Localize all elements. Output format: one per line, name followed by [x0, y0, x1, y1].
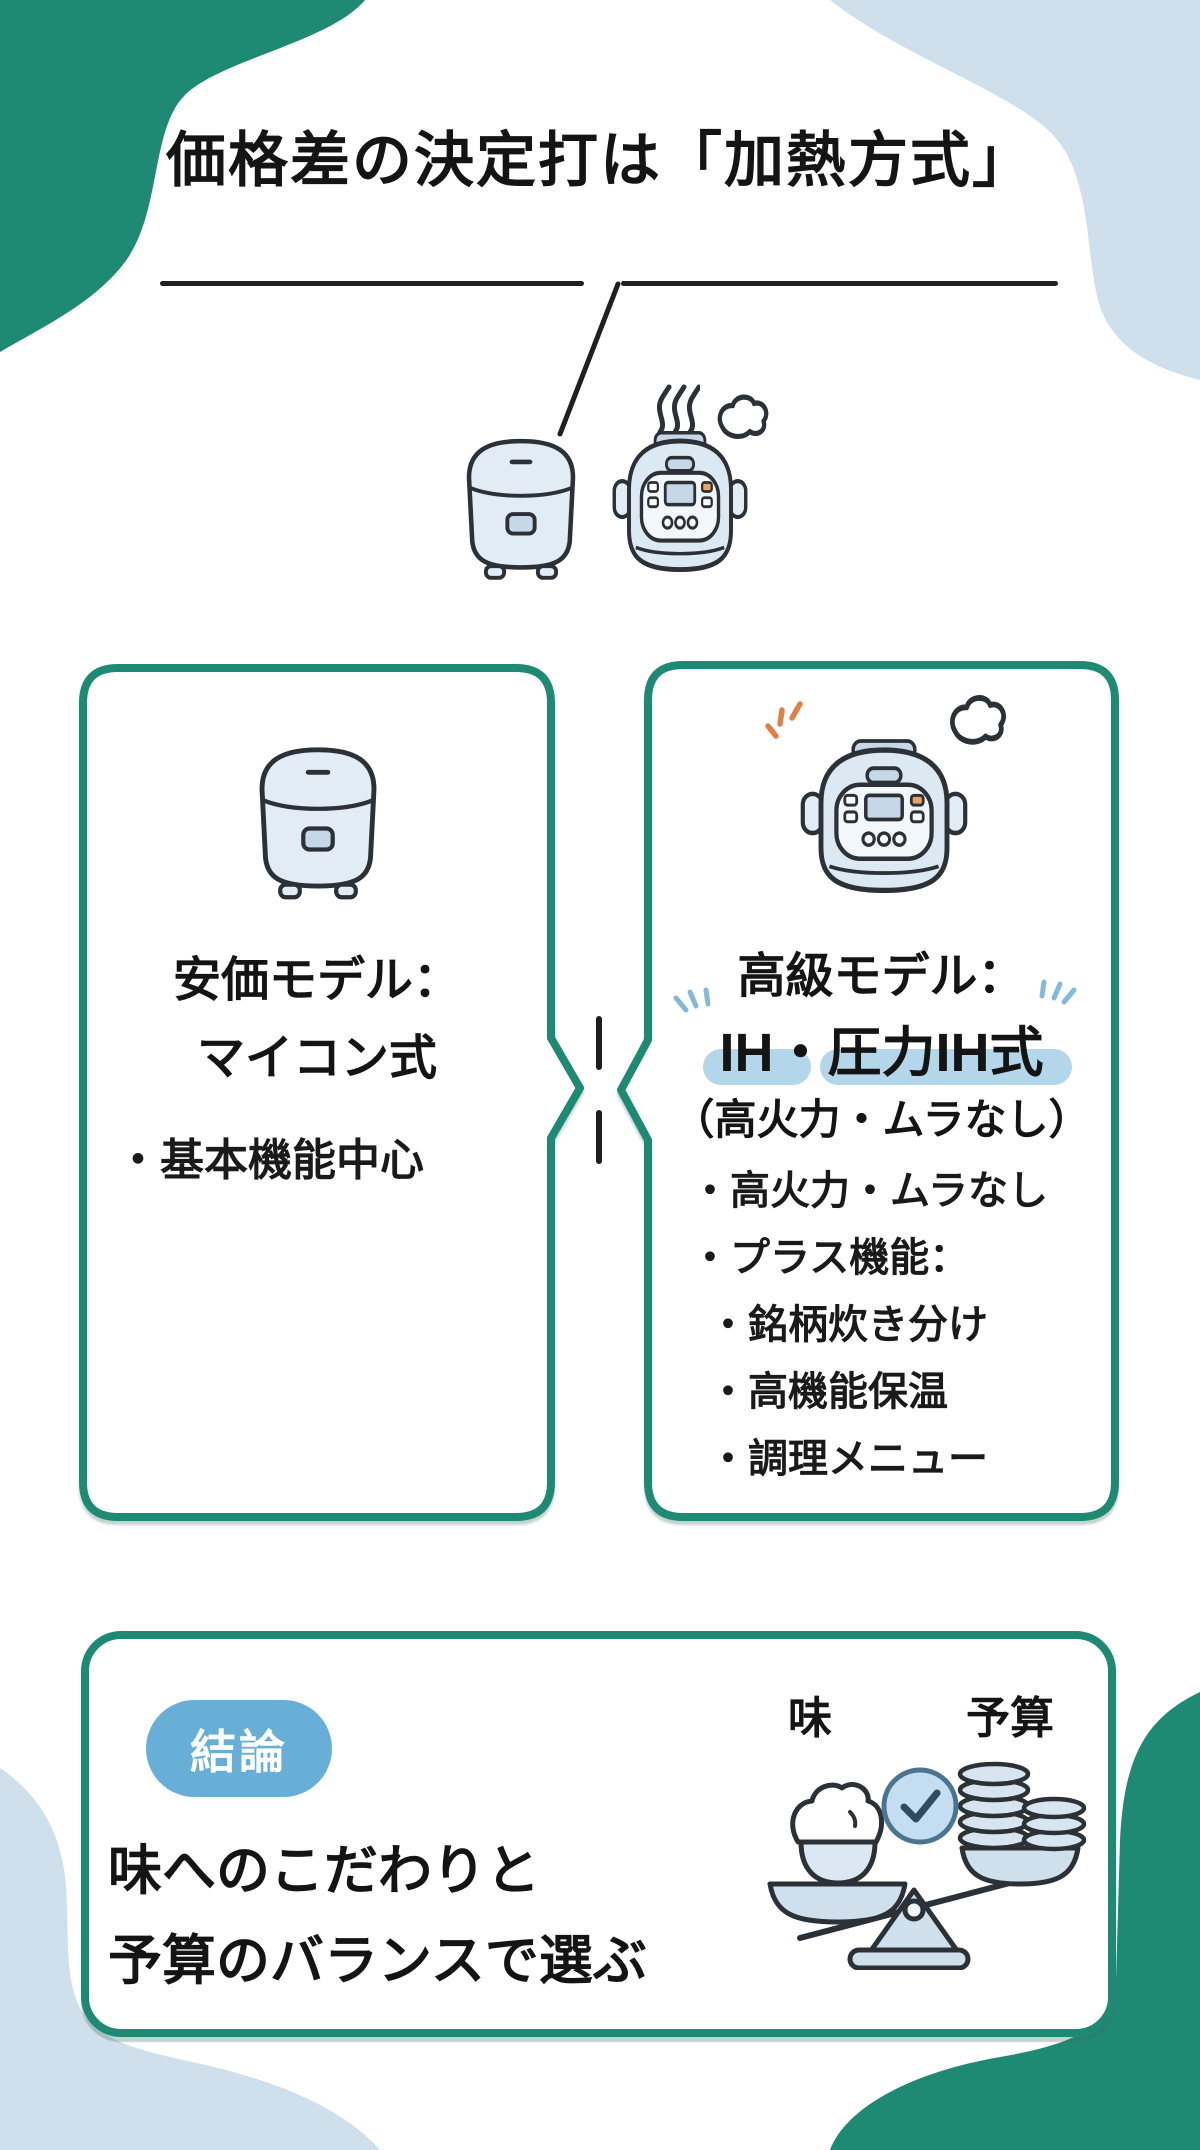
conclusion-line2: 予算のバランスで選ぶ	[108, 1931, 647, 1991]
text-highlight-right	[820, 1049, 1072, 1085]
conclusion-badge-label: 結論	[190, 1725, 288, 1778]
label-budget: 予算	[966, 1694, 1054, 1743]
steam-puff-icon	[717, 394, 769, 440]
right-box-title-line1: 高級モデル：	[737, 950, 1026, 1003]
divider-dash-top	[596, 1016, 602, 1070]
conclusion-badge: 結論	[146, 1700, 332, 1797]
page-title: 価格差の決定打は「加熱方式」	[166, 127, 1034, 194]
blob-top-left	[0, 0, 365, 352]
conclusion-text: 味へのこだわりと 予算のバランスで選ぶ	[108, 1826, 647, 2006]
blob-bottom-left	[0, 1768, 380, 2150]
conclusion-line1: 味へのこだわりと	[108, 1841, 540, 1901]
rice-cooker-premium-icon	[612, 431, 748, 572]
sparkle-icon	[1039, 979, 1077, 1005]
title-connector-line	[557, 281, 621, 437]
coins-icon	[957, 1761, 1087, 1852]
left-box-title-line1: 安価モデル：	[172, 954, 461, 1007]
rice-cooker-basic-icon	[466, 438, 576, 580]
list-item: ・高火力・ムラなし	[690, 1169, 1048, 1213]
right-box-title-line2: IH・圧力IH式	[719, 1023, 1044, 1083]
check-icon	[881, 1767, 959, 1845]
divider-dash-bottom	[596, 1110, 602, 1164]
steam-puff-icon	[950, 695, 1006, 745]
sparkle-icon	[673, 987, 711, 1013]
right-box-subtitle: （高火力・ムラなし）	[672, 1096, 1091, 1143]
sparkle-icon	[765, 701, 803, 739]
list-item: ・高機能保温	[708, 1370, 948, 1414]
label-taste: 味	[788, 1694, 832, 1743]
comparison-box-left	[79, 664, 584, 1521]
left-box-bullet: ・基本機能中心	[116, 1136, 424, 1185]
rice-bowl-icon	[798, 1839, 878, 1886]
text-highlight-left	[703, 1049, 811, 1085]
title-underline-right	[621, 281, 1058, 286]
balance-scale-icon	[767, 1761, 1087, 1970]
blob-bottom-right	[830, 1692, 1200, 2150]
list-item: ・銘柄炊き分け	[708, 1303, 988, 1347]
list-item: ・調理メニュー	[708, 1437, 988, 1481]
list-item: ・プラス機能：	[690, 1236, 970, 1280]
rice-cooker-premium-icon	[800, 739, 968, 894]
blob-top-right	[830, 0, 1200, 380]
title-underline-left	[160, 281, 584, 286]
rice-cooker-basic-icon	[259, 747, 377, 900]
left-box-title-line2: マイコン式	[196, 1032, 437, 1085]
right-box-bullet-list: ・高火力・ムラなし ・プラス機能： ・銘柄炊き分け ・高機能保温 ・調理メニュー	[690, 1158, 1048, 1493]
steam-icon	[656, 384, 700, 435]
comparison-box-right	[617, 661, 1119, 1521]
